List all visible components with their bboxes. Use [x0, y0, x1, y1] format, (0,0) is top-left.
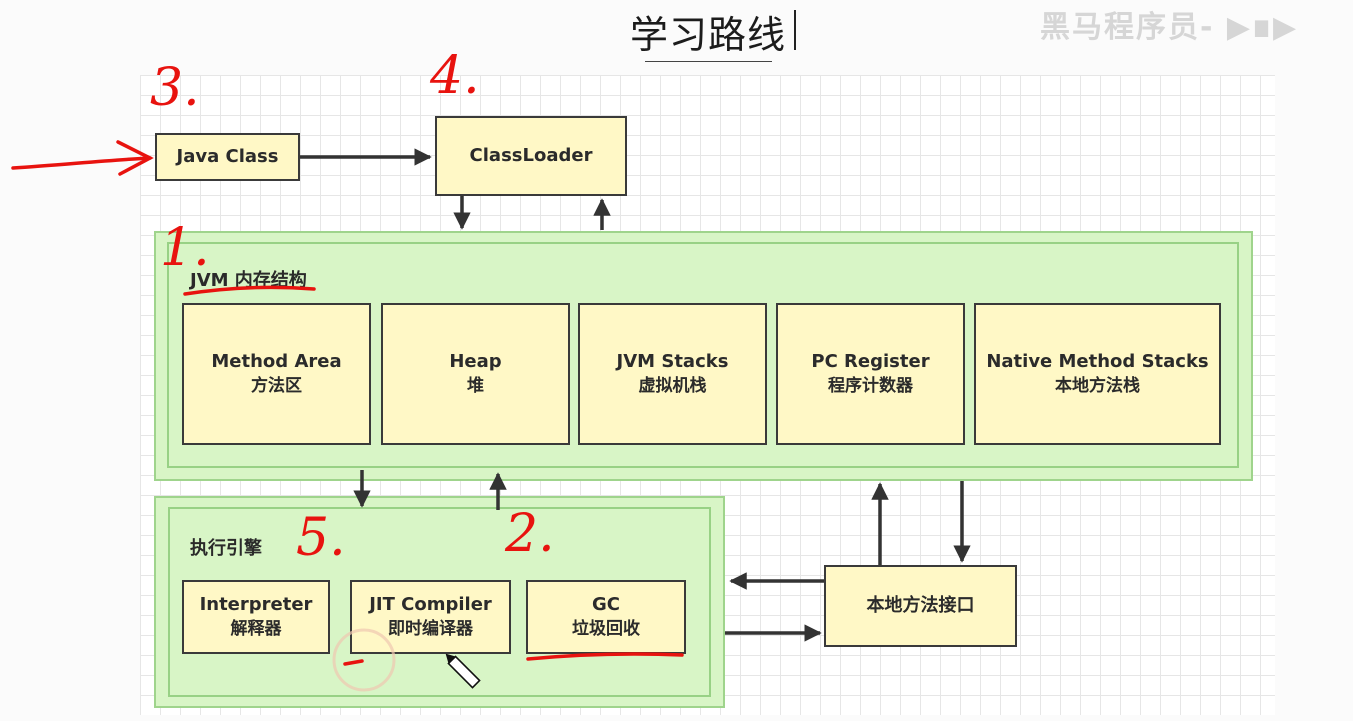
native-interface-box[interactable]: 本地方法接口	[824, 565, 1017, 647]
classloader-label: ClassLoader	[469, 145, 593, 166]
heap-cn: 堆	[467, 376, 484, 396]
method-area-box[interactable]: Method Area 方法区	[182, 303, 371, 445]
native-method-stacks-cn: 本地方法栈	[1055, 376, 1140, 396]
title-underline	[645, 61, 772, 62]
heap-en: Heap	[449, 351, 502, 372]
native-method-stacks-en: Native Method Stacks	[986, 351, 1209, 372]
exec-engine-inner-frame	[168, 507, 711, 697]
jit-compiler-cn: 即时编译器	[388, 619, 473, 639]
annotation-5: 5.	[296, 508, 346, 568]
page-title: 学习路线	[629, 13, 786, 57]
entry-arrow-mark	[11, 156, 152, 170]
interpreter-box[interactable]: Interpreter 解释器	[182, 580, 330, 654]
method-area-cn: 方法区	[251, 376, 302, 396]
annotation-4: 4.	[430, 46, 480, 106]
jvm-memory-inner-frame	[167, 242, 1239, 468]
method-area-en: Method Area	[211, 351, 342, 372]
annotation-3: 3.	[150, 58, 200, 118]
annotation-2: 2.	[505, 504, 555, 564]
gc-cn: 垃圾回收	[572, 619, 640, 639]
watermark-logo: 黑马程序员- ▶∎▶	[1040, 10, 1299, 45]
jvm-stacks-en: JVM Stacks	[616, 351, 729, 372]
text-caret	[794, 10, 796, 50]
jvm-stacks-cn: 虚拟机栈	[638, 376, 707, 396]
heap-box[interactable]: Heap 堆	[381, 303, 570, 445]
jit-compiler-en: JIT Compiler	[369, 594, 492, 615]
exec-engine-label: 执行引擎	[190, 538, 262, 559]
java-class-label: Java Class	[176, 146, 279, 167]
pc-register-box[interactable]: PC Register 程序计数器	[776, 303, 965, 445]
classloader-box[interactable]: ClassLoader	[435, 116, 627, 196]
interpreter-en: Interpreter	[199, 594, 313, 615]
native-method-stacks-box[interactable]: Native Method Stacks 本地方法栈	[974, 303, 1221, 445]
jit-compiler-box[interactable]: JIT Compiler 即时编译器	[350, 580, 511, 654]
java-class-box[interactable]: Java Class	[155, 133, 300, 181]
annotation-1: 1.	[160, 218, 210, 278]
gc-box[interactable]: GC 垃圾回收	[526, 580, 686, 654]
jvm-stacks-box[interactable]: JVM Stacks 虚拟机栈	[578, 303, 767, 445]
gc-en: GC	[592, 594, 620, 615]
interpreter-cn: 解释器	[230, 619, 282, 639]
pc-register-en: PC Register	[811, 351, 930, 372]
native-interface-label: 本地方法接口	[866, 595, 975, 616]
pc-register-cn: 程序计数器	[828, 376, 913, 396]
